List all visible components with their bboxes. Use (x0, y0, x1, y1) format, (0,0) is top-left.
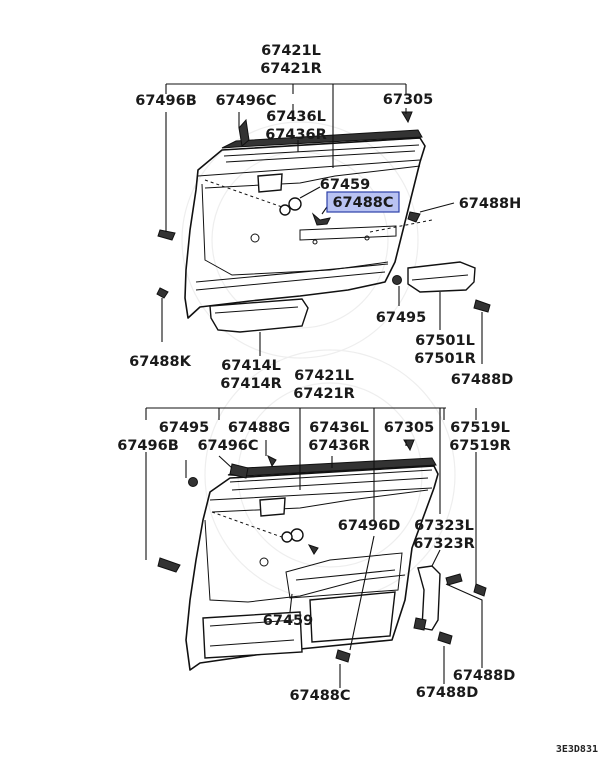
label-b-67459: 67459 (263, 613, 313, 629)
label-67501l: 67501L (415, 333, 475, 349)
label-67414l: 67414L (221, 358, 281, 374)
highlight-67488c (326, 191, 400, 213)
label-67421r: 67421R (260, 61, 322, 77)
label-67414r: 67414R (220, 376, 282, 392)
label-b-67488c: 67488C (289, 688, 350, 704)
label-b-67488g: 67488G (228, 420, 290, 436)
reference-code: 3E3D831 (556, 744, 598, 755)
label-b-67305: 67305 (384, 420, 434, 436)
label-b-67519r: 67519R (449, 438, 511, 454)
label-b-67421r: 67421R (293, 386, 355, 402)
label-67496b: 67496B (135, 93, 197, 109)
label-b-67436l: 67436L (309, 420, 369, 436)
top-door-panel (156, 111, 491, 333)
label-b-67496d: 67496D (338, 518, 400, 534)
label-b-67496b: 67496B (117, 438, 179, 454)
bottom-door-panel (157, 439, 487, 671)
label-b-67519l: 67519L (450, 420, 510, 436)
label-67488c-highlighted: 67488C (332, 195, 393, 211)
label-67496c: 67496C (215, 93, 276, 109)
label-b-67488d-1: 67488D (453, 668, 515, 684)
label-67421l: 67421L (261, 43, 321, 59)
label-67488k: 67488K (129, 354, 191, 370)
label-67436l: 67436L (266, 109, 326, 125)
label-67459: 67459 (320, 177, 370, 193)
label-b-67495: 67495 (159, 420, 209, 436)
label-b-67323r: 67323R (413, 536, 475, 552)
label-b-67421l: 67421L (294, 368, 354, 384)
label-67501r: 67501R (414, 351, 476, 367)
label-b-67496c: 67496C (197, 438, 258, 454)
label-67305: 67305 (383, 92, 433, 108)
label-b-67436r: 67436R (308, 438, 370, 454)
leader-lines (145, 83, 483, 688)
label-67495: 67495 (376, 310, 426, 326)
label-b-67488d-2: 67488D (416, 685, 478, 701)
label-67436r: 67436R (265, 127, 327, 143)
label-b-67323l: 67323L (414, 518, 474, 534)
label-67488h: 67488H (459, 196, 522, 212)
label-67488d-top: 67488D (451, 372, 513, 388)
